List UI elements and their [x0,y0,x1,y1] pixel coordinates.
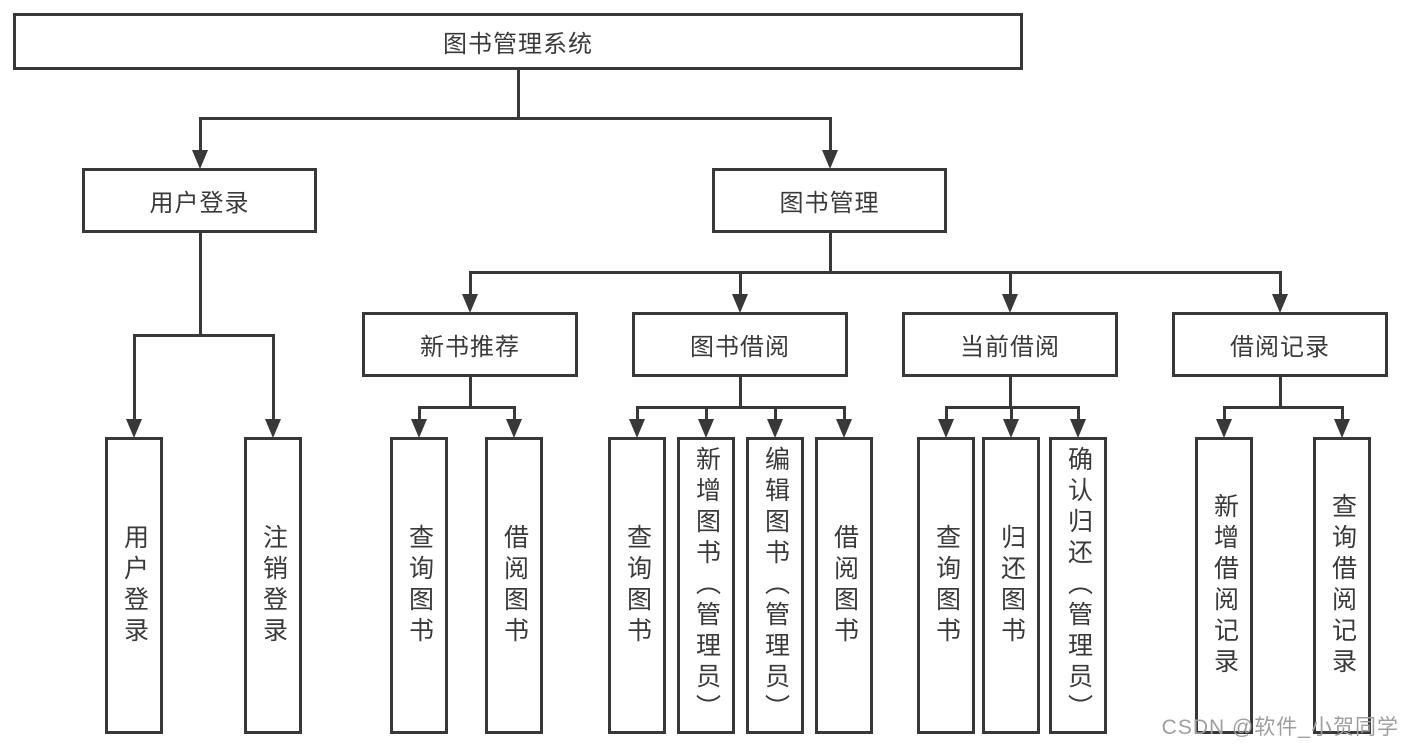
connector-records-stem [1278,376,1282,408]
arrow-down-icon [767,419,783,438]
arrow-down-icon [1070,419,1086,438]
connector-drop-rec-add [1222,407,1226,420]
node-book-borrow-label: 图书借阅 [690,334,790,361]
connector-drop-cb-confirm [1076,407,1080,420]
leaf-borrow-book: 借阅图书 [815,437,873,734]
leaf-logout: 注销登录 [244,437,302,734]
connector-userlogin-bar [132,333,275,337]
leaf-newbooks-query-label: 查询图书 [405,523,434,648]
arrow-down-icon [1003,419,1019,438]
connector-drop-bb-query [635,407,639,420]
connector-drop-cb-query [944,407,948,420]
connector-drop-leaf-user-login [132,335,136,420]
leaf-current-return: 归还图书 [982,437,1040,734]
leaf-borrow-query-label: 查询图书 [623,523,652,648]
connector-drop-user-login [198,118,202,151]
leaf-user-login-label: 用户登录 [120,523,149,648]
arrow-down-icon [411,419,427,438]
node-root: 图书管理系统 [13,13,1023,70]
node-book-management-label: 图书管理 [779,190,880,217]
connector-drop-bb-borrow [842,407,846,420]
connector-drop-borrow-records [1278,273,1282,295]
arrow-down-icon [938,419,954,438]
node-current-borrow: 当前借阅 [902,312,1118,377]
connector-bookmgmt-bar [468,271,1282,274]
arrow-down-icon [629,419,645,438]
leaf-logout-label: 注销登录 [259,523,288,648]
arrow-down-icon [822,150,838,169]
arrow-down-icon [192,150,208,169]
node-book-borrow: 图书借阅 [632,312,848,377]
arrow-down-icon [698,419,714,438]
arrow-down-icon [265,419,281,438]
leaf-borrow-edit-book-label: 编辑图书（管理员） [761,446,790,725]
connector-drop-bb-edit [773,407,777,420]
node-user-login: 用户登录 [82,168,317,233]
connector-drop-rec-query [1340,407,1344,420]
arrow-down-icon [506,419,522,438]
leaf-current-confirm-return: 确认归还（管理员） [1049,437,1107,734]
leaf-user-login: 用户登录 [105,437,163,734]
connector-newbooks-bar [417,405,516,409]
leaf-newbooks-borrow: 借阅图书 [485,437,543,734]
leaf-current-confirm-return-label: 确认归还（管理员） [1064,446,1093,725]
watermark: CSDN @软件_小贺同学 [1161,716,1399,739]
arrow-down-icon [732,294,748,313]
leaf-borrow-book-label: 借阅图书 [830,523,859,648]
node-borrow-records: 借阅记录 [1172,312,1388,377]
connector-drop-new-book-recommend [468,273,472,295]
arrow-down-icon [1216,419,1232,438]
node-user-login-label: 用户登录 [149,190,250,217]
connector-bookmgmt-stem [828,233,832,274]
arrow-down-icon [836,419,852,438]
connector-records-bar [1222,405,1344,409]
connector-current-stem [1008,376,1012,408]
node-borrow-records-label: 借阅记录 [1230,334,1330,361]
node-current-borrow-label: 当前借阅 [960,334,1060,361]
connector-drop-current-borrow [1008,273,1012,295]
leaf-borrow-edit-book: 编辑图书（管理员） [746,437,804,734]
arrow-down-icon [1272,294,1288,313]
connector-bookborrow-bar [635,405,846,409]
connector-root-stem [516,70,520,118]
node-root-label: 图书管理系统 [443,31,593,58]
leaf-current-query-label: 查询图书 [932,523,961,648]
leaf-borrow-query: 查询图书 [608,437,666,734]
connector-newbooks-stem [468,376,472,408]
arrow-down-icon [1334,419,1350,438]
connector-drop-book-borrow [738,273,742,295]
leaf-current-return-label: 归还图书 [997,523,1026,648]
connector-drop-newbooks-borrow [512,407,516,420]
connector-drop-newbooks-query [417,407,421,420]
leaf-newbooks-borrow-label: 借阅图书 [500,523,529,648]
node-new-book-recommend: 新书推荐 [362,312,578,377]
node-book-management: 图书管理 [712,168,947,233]
leaf-newbooks-query: 查询图书 [390,437,448,734]
leaf-borrow-add-book: 新增图书（管理员） [677,437,735,734]
connector-drop-leaf-logout [271,335,275,420]
leaf-current-query: 查询图书 [917,437,975,734]
connector-drop-cb-return [1009,407,1013,420]
leaf-records-query-label: 查询借阅记录 [1328,492,1357,679]
node-new-book-recommend-label: 新书推荐 [420,334,520,361]
connector-drop-book-management [828,118,832,151]
arrow-down-icon [126,419,142,438]
connector-userlogin-stem [198,232,202,335]
leaf-records-add-label: 新增借阅记录 [1210,492,1239,679]
arrow-down-icon [462,294,478,313]
arrow-down-icon [1002,294,1018,313]
leaf-borrow-add-book-label: 新增图书（管理员） [692,446,721,725]
connector-bookborrow-stem [738,376,742,408]
connector-root-bar [198,116,832,120]
leaf-records-query: 查询借阅记录 [1313,437,1371,734]
connector-drop-bb-add [704,407,708,420]
leaf-records-add: 新增借阅记录 [1195,437,1253,734]
